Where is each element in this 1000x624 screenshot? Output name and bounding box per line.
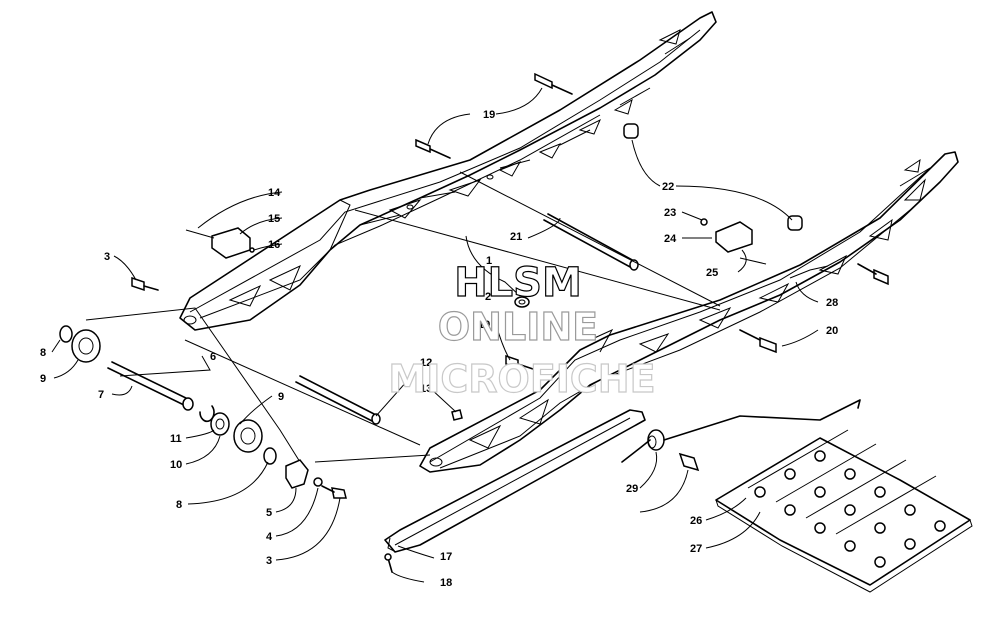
callout-19: 19 xyxy=(483,109,495,121)
leader-lines xyxy=(51,87,819,583)
callout-24: 25 xyxy=(706,267,718,279)
callout-14: 17 xyxy=(440,551,452,563)
wear-strip xyxy=(384,409,646,553)
callout-labels: 19 14 15 16 3 21 2 1 22 23 24 25 28 20 1… xyxy=(40,109,838,589)
callout-12: 12 xyxy=(420,357,432,369)
callout-1: 1 xyxy=(486,255,492,267)
callout-25: 26 xyxy=(690,515,702,527)
callout-23: 24 xyxy=(664,233,677,245)
callout-8-lower: 8 xyxy=(176,499,182,511)
callout-18: 16 xyxy=(268,239,280,251)
callout-5: 5 xyxy=(266,507,272,519)
callout-6: 6 xyxy=(210,351,216,363)
callout-17: 15 xyxy=(268,213,280,225)
hardware xyxy=(59,72,889,573)
callout-22: 23 xyxy=(664,207,676,219)
callout-9: 9 xyxy=(40,373,46,385)
callout-3: 3 xyxy=(104,251,110,263)
callout-3-lower: 3 xyxy=(266,555,272,567)
callout-27: 28 xyxy=(826,297,838,309)
callout-20: 21 xyxy=(510,231,522,243)
callout-2: 2 xyxy=(485,291,491,303)
connection-lines xyxy=(85,171,721,463)
cross-shafts xyxy=(107,213,639,425)
watermark-line3: MICROFICHE xyxy=(388,357,655,401)
upper-slide-rail xyxy=(179,11,717,331)
callout-13: 13 xyxy=(420,383,432,395)
watermark-line1: HLSM xyxy=(454,260,582,306)
watermark: HLSM ONLINE MICROFICHE xyxy=(388,259,656,401)
callout-10: 10 xyxy=(170,459,182,471)
callout-11: 11 xyxy=(170,433,182,445)
watermark-line2: ONLINE xyxy=(438,305,598,349)
callout-26: 27 xyxy=(690,543,702,555)
callout-9-lower: 9 xyxy=(278,391,284,403)
callout-16: 14 xyxy=(268,187,281,199)
callout-19-right: 20 xyxy=(826,325,838,337)
callout-19-middle: 19 xyxy=(478,319,490,331)
callout-8: 8 xyxy=(40,347,46,359)
callout-4: 4 xyxy=(266,531,273,543)
callout-7: 7 xyxy=(98,389,104,401)
track-section xyxy=(715,429,973,593)
callout-28: 29 xyxy=(626,483,638,495)
callout-21: 22 xyxy=(662,181,674,193)
callout-15: 18 xyxy=(440,577,452,589)
lower-slide-rail xyxy=(419,151,959,473)
